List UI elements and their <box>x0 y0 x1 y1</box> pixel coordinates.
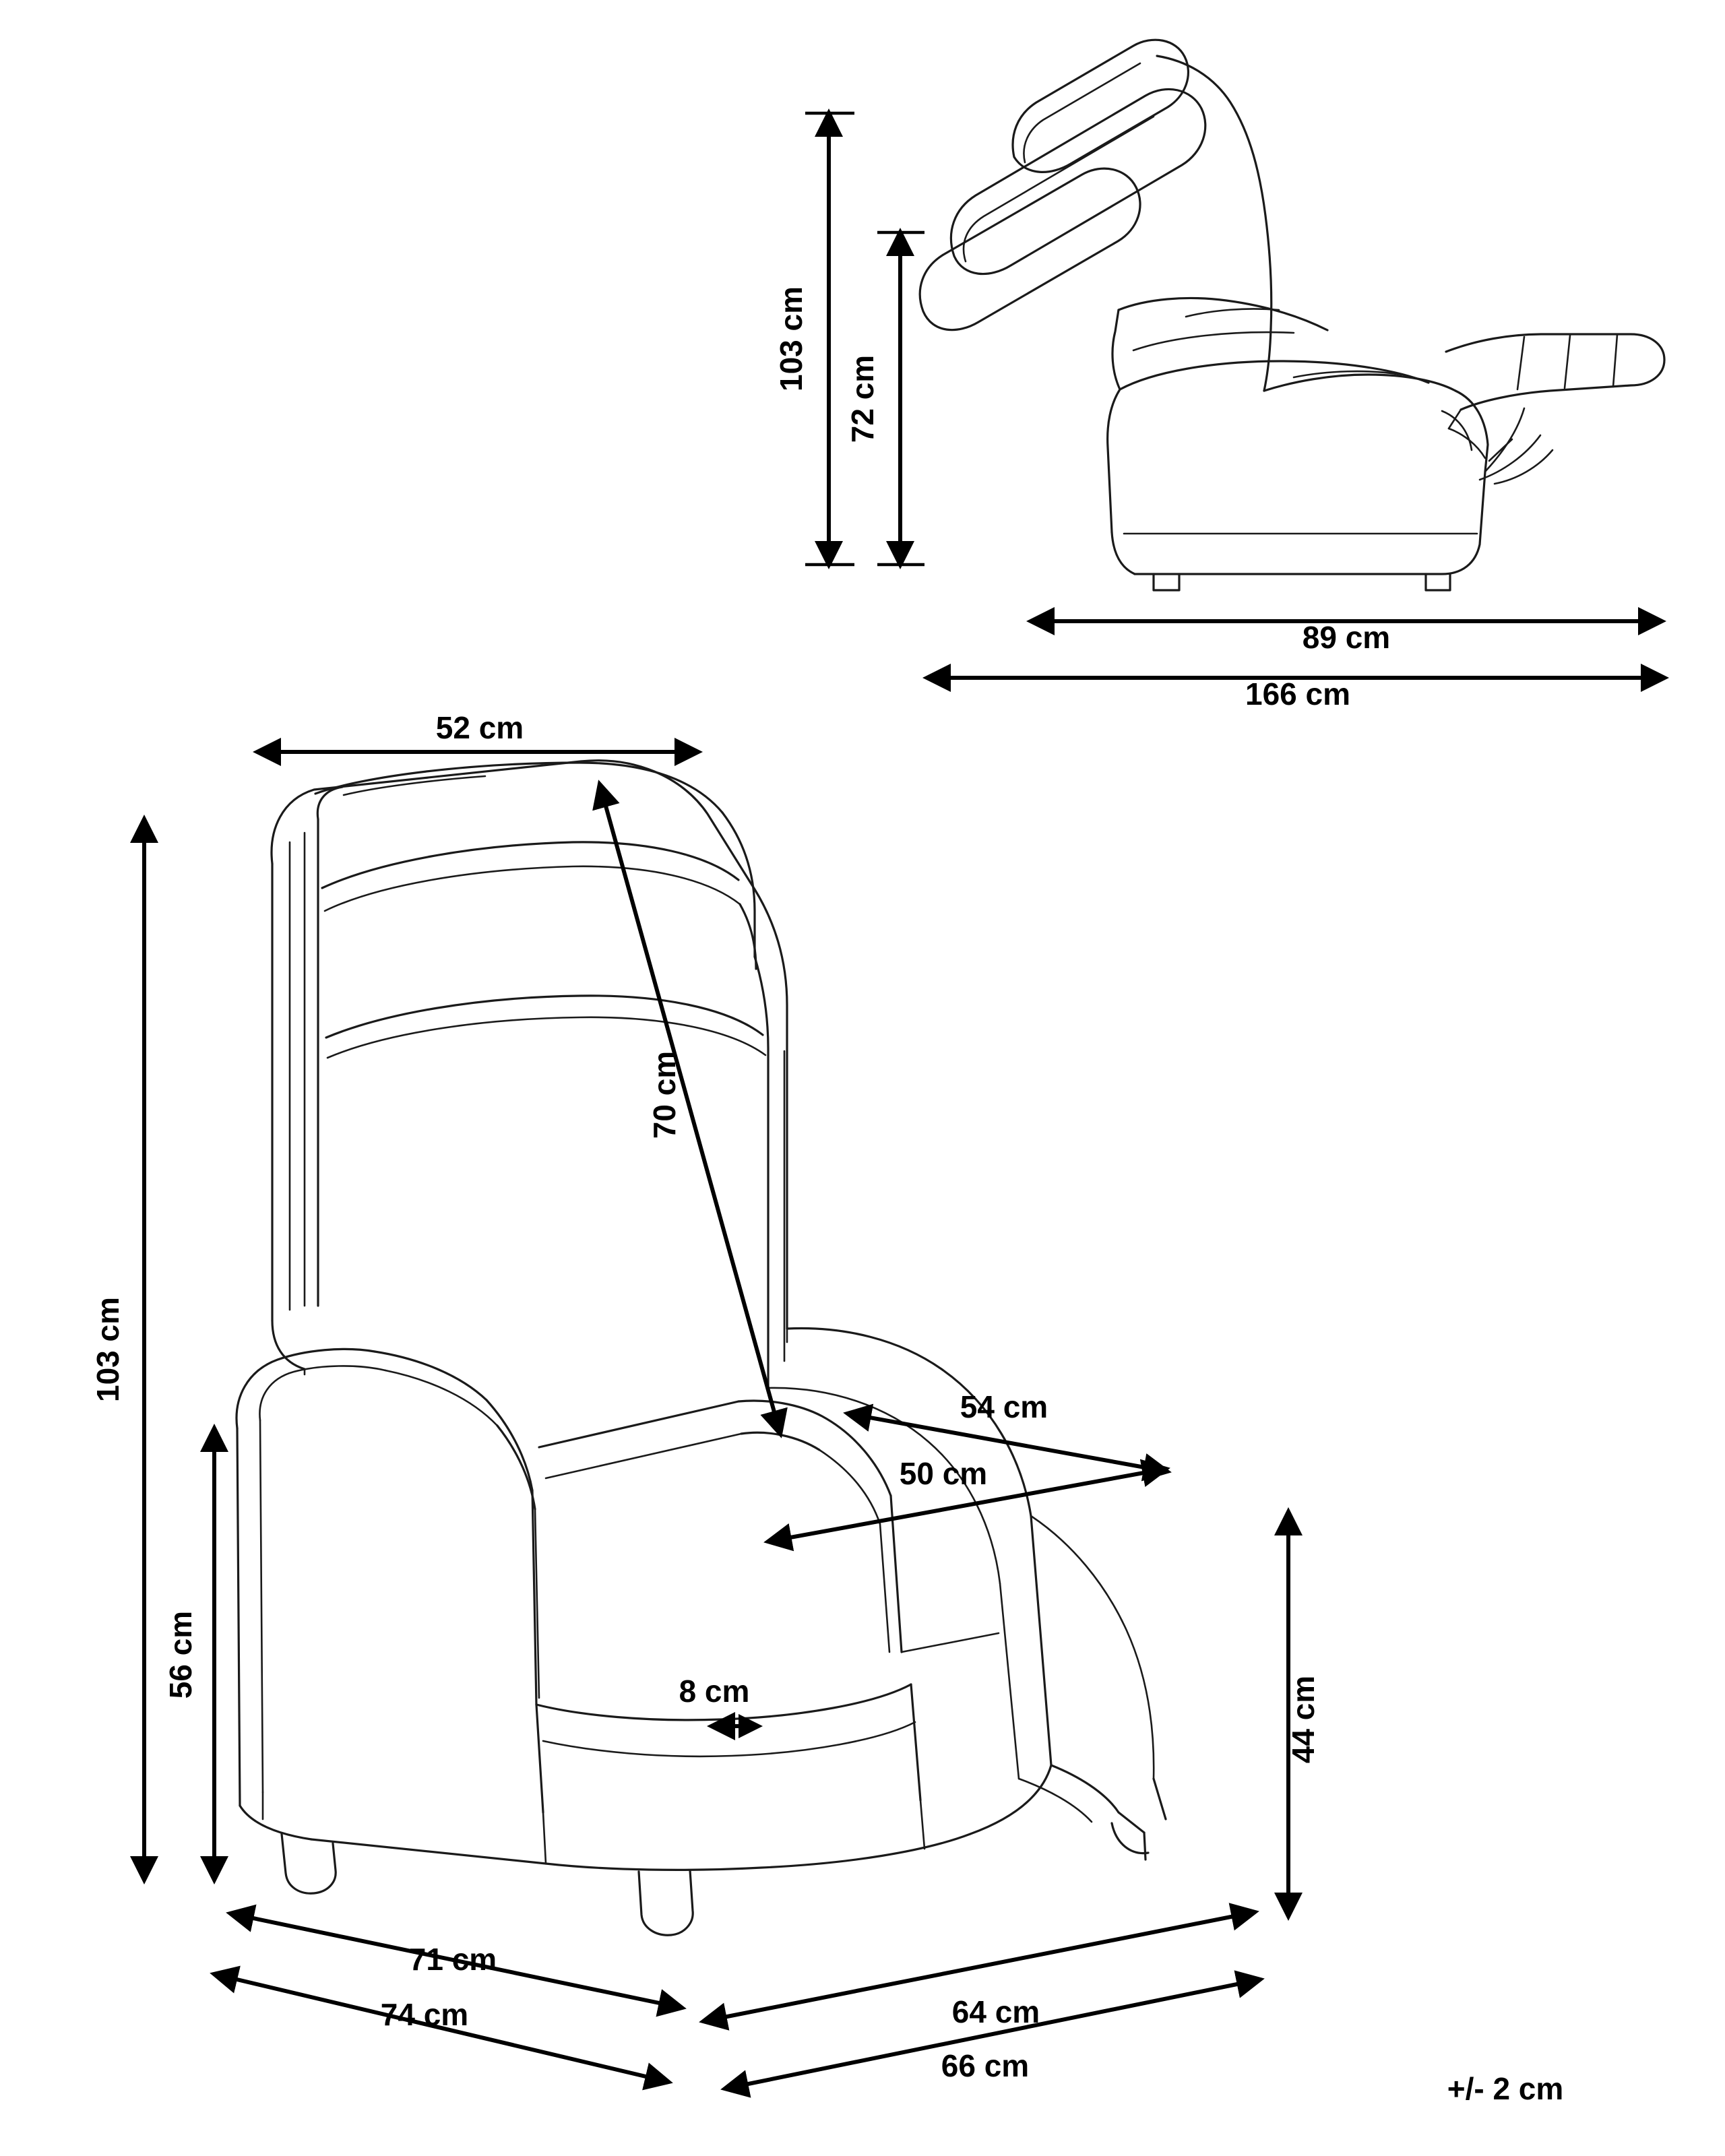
dimension-label-89: 89 cm <box>1303 620 1390 655</box>
dimension-103-top: 103 cm <box>774 108 854 569</box>
dimension-72-top: 72 cm <box>845 228 924 569</box>
dimension-66: 66 cm <box>720 1970 1265 2098</box>
dimension-label-72: 72 cm <box>845 355 880 443</box>
side-reclined-chair-drawing <box>918 38 1666 592</box>
dimension-56: 56 cm <box>163 1424 228 1884</box>
dimension-label-56: 56 cm <box>163 1611 198 1699</box>
dimension-label-166: 166 cm <box>1245 676 1350 711</box>
dimension-label-64: 64 cm <box>952 1994 1040 2029</box>
dimension-label-71: 71 cm <box>409 1942 497 1977</box>
dimension-44: 44 cm <box>1274 1507 1321 1921</box>
dimension-89-top: 89 cm <box>1026 607 1666 655</box>
dimension-label-52: 52 cm <box>436 710 524 745</box>
dimension-52: 52 cm <box>253 710 703 766</box>
perspective-chair-drawing <box>235 759 1167 1936</box>
dimension-label-74: 74 cm <box>381 1997 468 2032</box>
dimension-label-50: 50 cm <box>900 1456 987 1491</box>
dimension-103-main: 103 cm <box>90 815 158 1884</box>
dimension-50: 50 cm <box>763 1456 1170 1552</box>
dimension-74: 74 cm <box>210 1965 673 2091</box>
dimension-166-top: 166 cm <box>922 664 1669 711</box>
dimension-label-66: 66 cm <box>941 2048 1029 2083</box>
dimension-label-103-main: 103 cm <box>90 1297 125 1402</box>
tolerance-note: +/- 2 cm <box>1447 2071 1564 2106</box>
dimension-70: 70 cm <box>592 780 788 1438</box>
dimension-label-8: 8 cm <box>679 1674 750 1709</box>
dimension-8: 8 cm <box>679 1674 763 1740</box>
dimension-label-103-top: 103 cm <box>774 286 809 391</box>
dimension-label-70: 70 cm <box>647 1051 682 1139</box>
dimension-64: 64 cm <box>699 1903 1259 2031</box>
dimension-label-54: 54 cm <box>960 1389 1048 1424</box>
dimension-label-44: 44 cm <box>1286 1676 1321 1763</box>
dimension-54: 54 cm <box>843 1389 1172 1482</box>
